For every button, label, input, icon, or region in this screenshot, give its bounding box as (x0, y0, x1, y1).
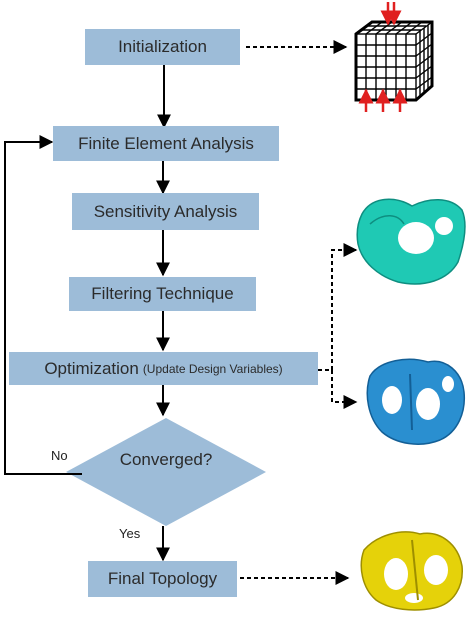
converged-label: Converged? (119, 450, 213, 469)
filtering-label: Filtering Technique (91, 284, 234, 303)
blue-topology-icon (366, 358, 466, 445)
initialization-label: Initialization (118, 37, 207, 56)
converged-diamond (66, 418, 266, 526)
final-topology-label: Final Topology (107, 569, 218, 588)
initialization-box: Initialization (85, 29, 240, 65)
filtering-box: Filtering Technique (69, 277, 256, 311)
fea-label: Finite Element Analysis (78, 133, 254, 153)
optimization-box: Optimization (Update Design Variables) (9, 352, 318, 385)
teal-topology-icon (356, 198, 466, 285)
sensitivity-label: Sensitivity Analysis (93, 201, 238, 221)
fea-box: Finite Element Analysis (53, 126, 279, 161)
mesh-cube-icon (354, 2, 434, 112)
dashed-arrow-to-teal (318, 243, 358, 371)
dashed-arrow-to-blue (331, 370, 358, 409)
no-label: No (51, 448, 68, 463)
yes-label: Yes (119, 526, 141, 541)
yellow-topology-icon (360, 531, 463, 611)
final-topology-box: Final Topology (88, 561, 237, 597)
optimization-label: Optimization (44, 358, 139, 378)
arrow-no-loop (4, 135, 82, 475)
optimization-sublabel: (Update Design Variables) (142, 361, 283, 376)
sensitivity-box: Sensitivity Analysis (72, 193, 259, 230)
